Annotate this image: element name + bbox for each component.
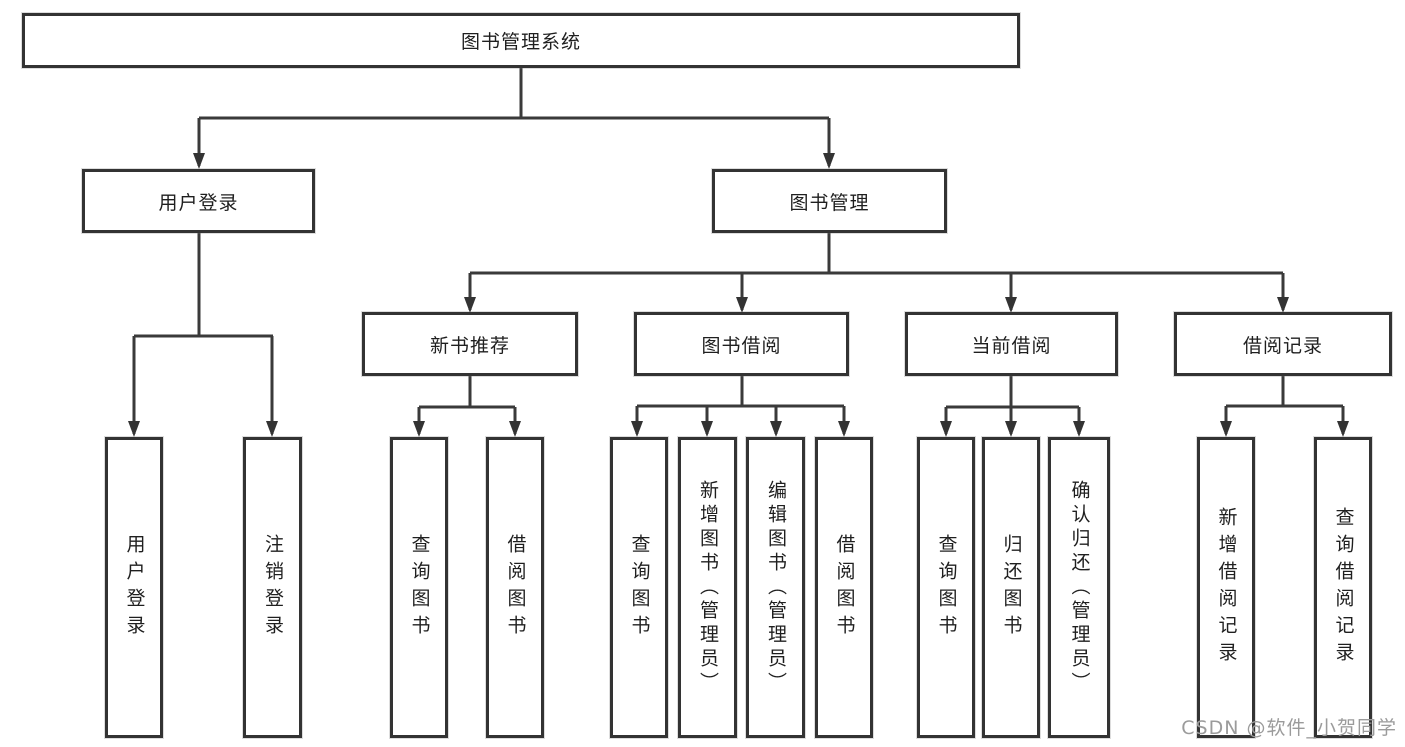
leaf-edit-books-admin: 编辑图书（管理员） xyxy=(746,437,805,738)
connector-bookmgmt-trunk xyxy=(470,233,1283,275)
leaf-query-borrow-record: 查询借阅记录 xyxy=(1314,437,1372,738)
leaf-add-borrow-record: 新增借阅记录 xyxy=(1197,437,1255,738)
connector-borrowing-trunk xyxy=(637,376,844,408)
node-borrowing-records: 借阅记录 xyxy=(1174,312,1392,376)
connector-current-trunk xyxy=(946,376,1079,409)
node-user-login: 用户登录 xyxy=(82,169,315,233)
csdn-watermark: CSDN @软件_小贺同学 xyxy=(1181,717,1397,739)
connector-root-trunk xyxy=(199,68,829,120)
leaf-logout: 注销登录 xyxy=(243,437,302,738)
leaf-confirm-return-admin: 确认归还（管理员） xyxy=(1048,437,1110,738)
connector-login-trunk xyxy=(134,233,273,338)
node-book-borrowing: 图书借阅 xyxy=(634,312,849,376)
leaf-borrow-books-newbook: 借阅图书 xyxy=(486,437,544,738)
leaf-query-books-borrowing: 查询图书 xyxy=(610,437,668,738)
node-current-borrowing: 当前借阅 xyxy=(905,312,1118,376)
leaf-return-books: 归还图书 xyxy=(982,437,1040,738)
leaf-query-books-current: 查询图书 xyxy=(917,437,975,738)
leaf-borrow-books-borrowing: 借阅图书 xyxy=(815,437,873,738)
node-library-management-system: 图书管理系统 xyxy=(22,13,1020,68)
connector-newbook-trunk xyxy=(419,376,515,409)
connector-records-trunk xyxy=(1226,376,1343,408)
leaf-add-books-admin: 新增图书（管理员） xyxy=(678,437,737,738)
node-new-book-recommendation: 新书推荐 xyxy=(362,312,578,376)
leaf-query-books-newbook: 查询图书 xyxy=(390,437,448,738)
leaf-user-login: 用户登录 xyxy=(105,437,163,738)
node-book-management: 图书管理 xyxy=(712,169,947,233)
